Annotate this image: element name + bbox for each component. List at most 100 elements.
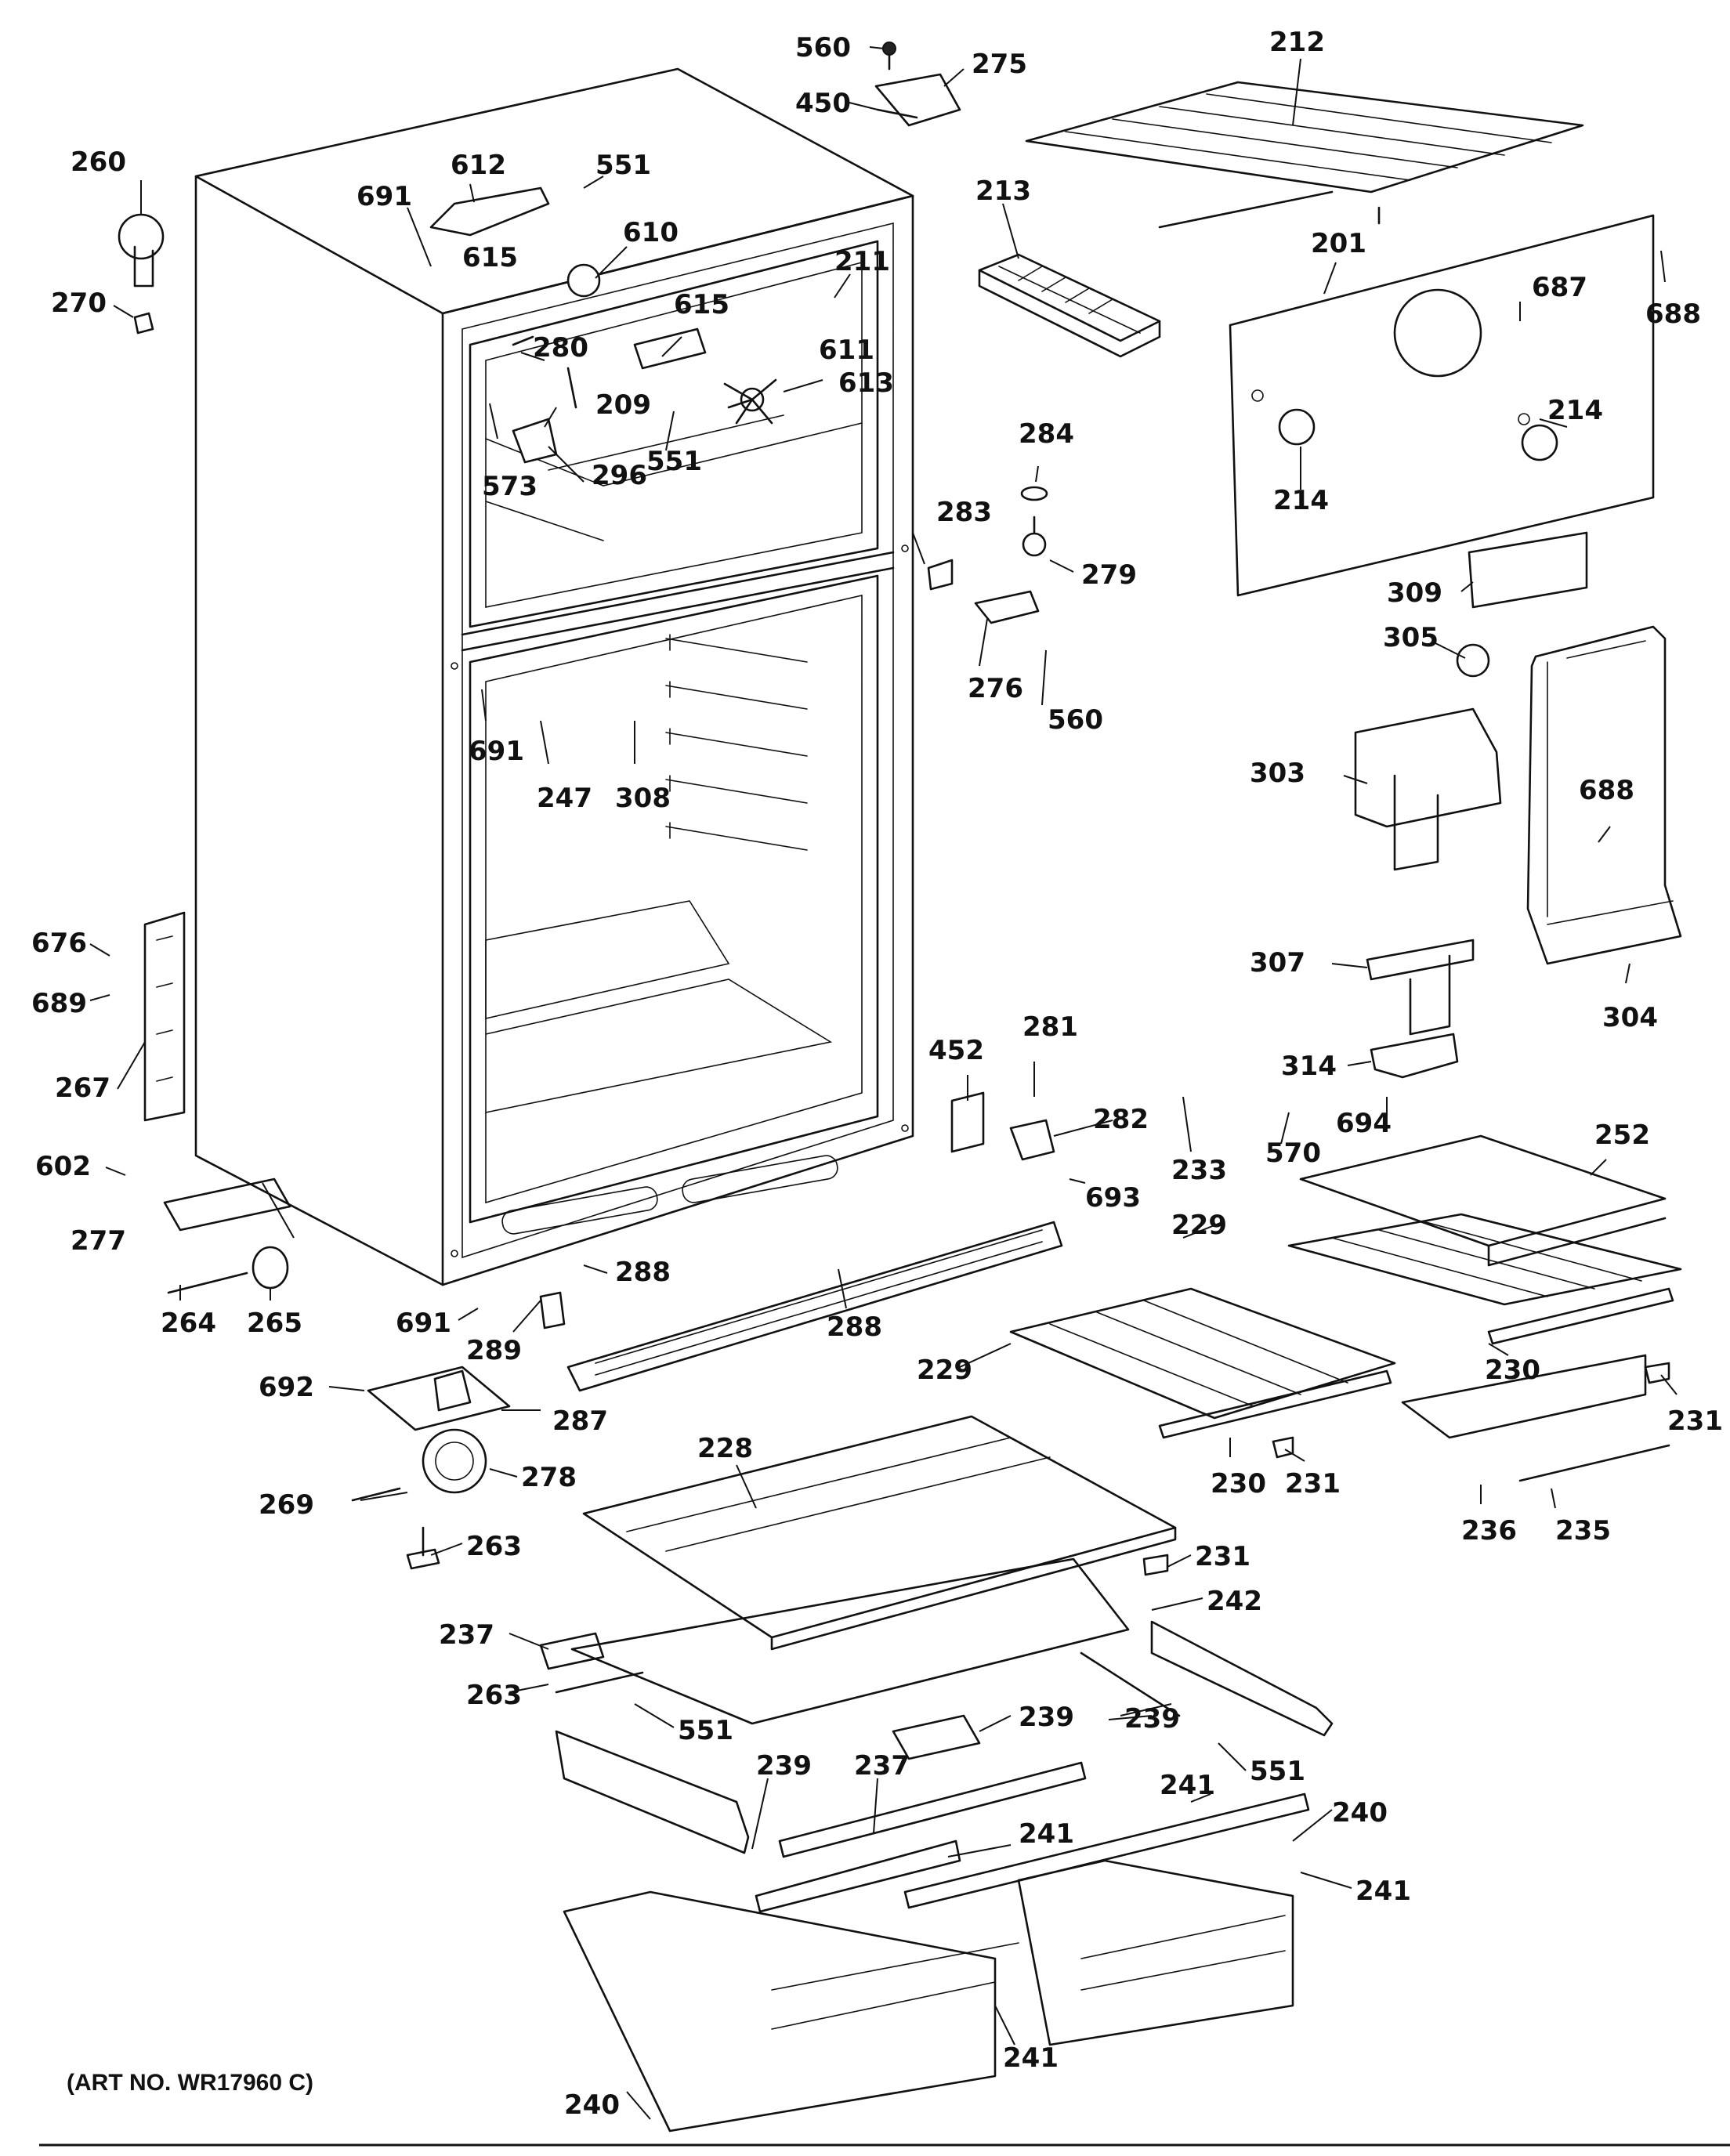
- callout-label: 264: [161, 1308, 216, 1339]
- callout-label: 305: [1383, 622, 1439, 653]
- callout-label: 314: [1281, 1051, 1337, 1082]
- callout-label: 280: [533, 332, 588, 364]
- toe-grille: [566, 1221, 1063, 1392]
- art-number: (ART NO. WR17960 C): [67, 2070, 313, 2096]
- callout-label: 307: [1250, 947, 1305, 979]
- callout-labels: 560 275 450 212 260 612 551 691 610 615 …: [31, 27, 1723, 2121]
- callout-label: 240: [564, 2089, 620, 2121]
- top-hinge-parts: [874, 42, 961, 127]
- callout-label: 694: [1336, 1108, 1392, 1139]
- callout-label: 602: [35, 1151, 91, 1182]
- callout-label: 252: [1594, 1120, 1650, 1151]
- callout-label: 551: [646, 446, 702, 477]
- callout-label: 229: [1171, 1210, 1227, 1241]
- callout-label: 304: [1602, 1002, 1658, 1033]
- leader-lines: [89, 46, 1678, 2120]
- callout-label: 239: [756, 1750, 812, 1782]
- freezer-wire-shelf: [1025, 81, 1584, 229]
- callout-label: 288: [615, 1257, 671, 1288]
- damper-control: [1366, 939, 1475, 1036]
- callout-label: 230: [1485, 1355, 1540, 1386]
- callout-label: 235: [1555, 1515, 1611, 1546]
- callout-label: 242: [1207, 1586, 1262, 1617]
- callout-label: 560: [795, 32, 851, 63]
- callout-label: 281: [1022, 1011, 1078, 1043]
- callout-label: 611: [819, 335, 874, 366]
- callout-label: 241: [1019, 1818, 1074, 1850]
- callout-label: 688: [1645, 298, 1701, 330]
- callout-label: 283: [936, 497, 992, 528]
- callout-label: 691: [396, 1308, 451, 1339]
- callout-label: 309: [1387, 577, 1442, 609]
- callout-label: 230: [1211, 1468, 1266, 1499]
- callout-label: 265: [247, 1308, 302, 1339]
- drain-and-hardware: [118, 213, 291, 1294]
- callout-label: 263: [466, 1531, 522, 1562]
- callout-label: 278: [521, 1462, 577, 1493]
- callout-label: 282: [1093, 1104, 1149, 1135]
- callout-label: 241: [1355, 1876, 1411, 1907]
- control-housing: [1526, 625, 1682, 965]
- callout-label: 267: [55, 1073, 110, 1104]
- callout-label: 275: [972, 49, 1027, 80]
- ice-tray: [978, 253, 1161, 358]
- callout-label: 231: [1285, 1468, 1341, 1499]
- callout-label: 693: [1085, 1182, 1141, 1214]
- callout-label: 240: [1332, 1797, 1388, 1829]
- callout-label: 452: [928, 1035, 984, 1066]
- callout-label: 688: [1579, 775, 1634, 806]
- callout-label: 692: [259, 1372, 314, 1403]
- callout-label: 214: [1547, 395, 1603, 426]
- callout-label: 612: [451, 150, 506, 181]
- crisper-drawers: [563, 1859, 1294, 2132]
- callout-label: 270: [51, 288, 107, 319]
- callout-label: 296: [592, 460, 647, 491]
- callout-label: 551: [678, 1715, 733, 1746]
- callout-label: 214: [1273, 485, 1329, 516]
- callout-label: 551: [1250, 1756, 1305, 1787]
- callout-label: 276: [968, 673, 1023, 704]
- callout-label: 560: [1048, 704, 1103, 736]
- callout-label: 289: [466, 1335, 522, 1366]
- callout-label: 237: [854, 1750, 910, 1782]
- callout-label: 211: [834, 246, 890, 277]
- callout-label: 241: [1003, 2042, 1059, 2074]
- callout-label: 247: [537, 783, 592, 814]
- callout-label: 450: [795, 88, 851, 119]
- refrigerator-cabinet: [194, 67, 914, 1286]
- callout-label: 613: [838, 367, 894, 399]
- callout-label: 284: [1019, 418, 1074, 450]
- callout-label: 260: [71, 147, 126, 178]
- callout-label: 689: [31, 988, 87, 1019]
- fresh-food-shelves: [539, 1134, 1682, 1913]
- callout-label: 233: [1171, 1155, 1227, 1186]
- callout-label: 231: [1667, 1405, 1723, 1437]
- callout-label: 279: [1081, 559, 1137, 591]
- light-socket: [1370, 1033, 1459, 1079]
- callout-label: 213: [975, 175, 1031, 207]
- callout-label: 303: [1250, 758, 1305, 789]
- callout-label: 691: [469, 736, 524, 767]
- evaporator-fan: [429, 186, 777, 464]
- callout-label: 269: [259, 1489, 314, 1521]
- cover-panel: [1229, 214, 1655, 597]
- callout-label: 239: [1124, 1703, 1180, 1735]
- callout-label: 551: [595, 150, 651, 181]
- callout-label: 229: [917, 1355, 972, 1386]
- bottom-hinge-and-roller: [351, 1291, 566, 1570]
- damper-assembly: [1354, 707, 1502, 871]
- callout-label: 308: [615, 783, 671, 814]
- callout-label: 570: [1265, 1138, 1321, 1169]
- callout-label: 239: [1019, 1702, 1074, 1733]
- callout-label: 687: [1532, 272, 1587, 303]
- callout-label: 228: [697, 1433, 753, 1464]
- callout-label: 288: [827, 1311, 882, 1343]
- callout-label: 676: [31, 928, 87, 959]
- label-sticker: [1468, 531, 1588, 609]
- callout-label: 241: [1160, 1770, 1215, 1801]
- callout-label: 209: [595, 389, 651, 421]
- callout-label: 201: [1311, 228, 1366, 259]
- callout-label: 287: [552, 1405, 608, 1437]
- callout-label: 231: [1195, 1541, 1250, 1572]
